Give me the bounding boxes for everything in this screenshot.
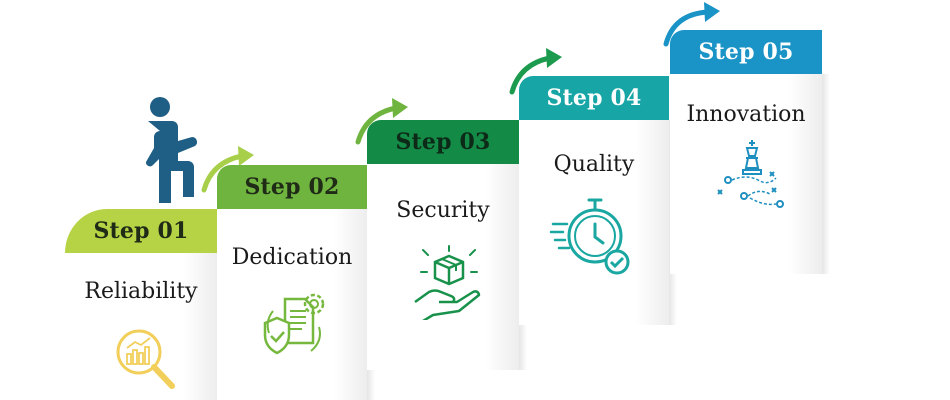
step-04-arrow-icon bbox=[663, 2, 720, 47]
step-04-tab-label: Step 04 bbox=[546, 85, 642, 111]
step-03-tab: Step 03 bbox=[367, 120, 519, 164]
step-02-tab-label: Step 02 bbox=[244, 174, 340, 200]
step-01-tab-label: Step 01 bbox=[93, 218, 189, 244]
strategy-chess-icon bbox=[717, 140, 784, 208]
walking-person-icon bbox=[145, 97, 197, 203]
step-04-label: Quality bbox=[553, 152, 635, 177]
person-head bbox=[150, 97, 170, 117]
step-02-arrow-icon bbox=[355, 98, 408, 145]
step-02-label: Dedication bbox=[231, 245, 353, 270]
step-02-tab: Step 02 bbox=[217, 165, 367, 209]
stopwatch-check-icon bbox=[549, 198, 630, 275]
step-03-tab-label: Step 03 bbox=[395, 129, 491, 155]
step-03-arrow-icon bbox=[509, 48, 562, 95]
step-04-tab: Step 04 bbox=[519, 76, 669, 120]
person-body bbox=[145, 121, 197, 203]
magnifier-chart-icon bbox=[116, 329, 175, 389]
step-03-label: Security bbox=[396, 198, 490, 223]
document-shield-gear-icon bbox=[263, 293, 325, 355]
step-05-tab: Step 05 bbox=[670, 30, 822, 74]
step-01-tab: Step 01 bbox=[65, 209, 217, 253]
step-05-label: Innovation bbox=[686, 102, 806, 127]
hand-box-icon bbox=[414, 245, 481, 320]
step-01-label: Reliability bbox=[84, 279, 198, 304]
step-01-arrow-icon bbox=[201, 146, 254, 193]
step-05-tab-label: Step 05 bbox=[698, 39, 794, 65]
